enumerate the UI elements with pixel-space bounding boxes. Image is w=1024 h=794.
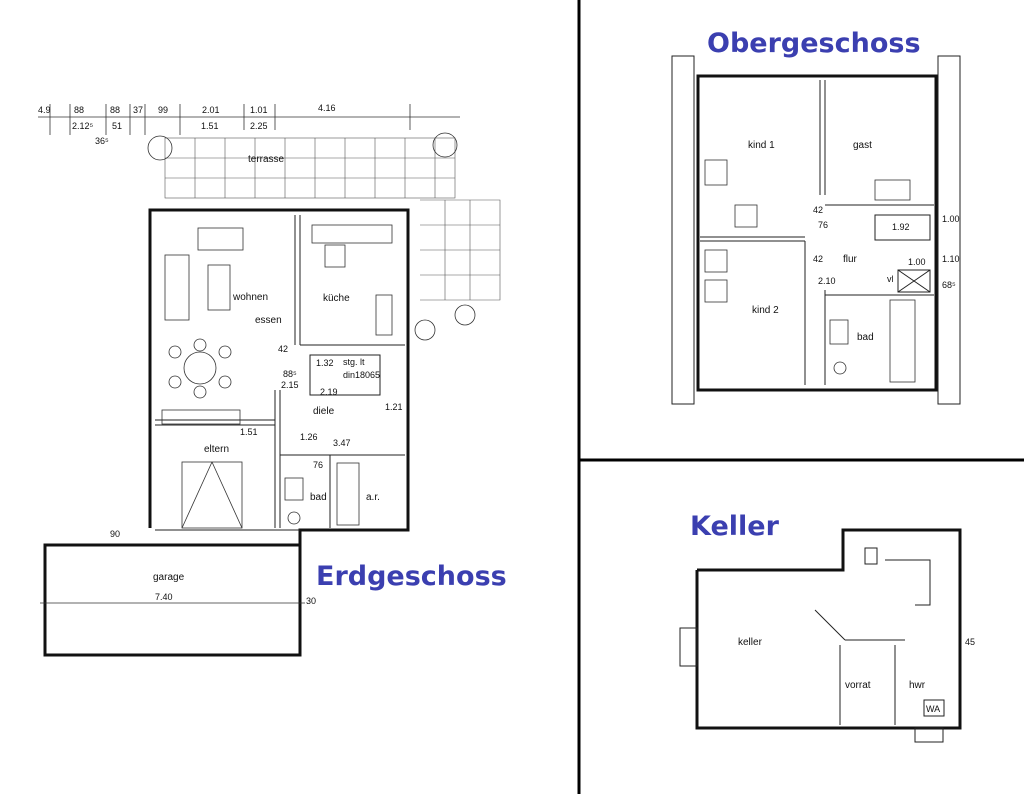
label-stair: stg. lt [343, 357, 365, 367]
room-label-kind1: kind 1 [748, 140, 775, 151]
furniture [161, 224, 393, 529]
dim-top-5: 2.01 [202, 105, 220, 115]
obergeschoss-plan: Obergeschoss kind 1 gast flur kind 2 bad… [671, 28, 961, 405]
dim-215: 2.15 [281, 380, 299, 390]
heading-keller: Keller [690, 511, 780, 542]
room-label-wohnen: wohnen [232, 292, 268, 303]
dim-top-3: 37 [133, 105, 143, 115]
heading-obergeschoss: Obergeschoss [707, 28, 921, 59]
room-label-bad-og: bad [857, 332, 874, 343]
room-label-kueche: küche [323, 293, 350, 304]
dim-132: 1.32 [316, 358, 334, 368]
dim-og-110: 1.10 [942, 254, 960, 264]
room-label-vorrat: vorrat [845, 680, 871, 691]
dim-second-2: 1.51 [201, 121, 219, 131]
dim-121: 1.21 [385, 402, 403, 412]
dim-og-100a: 1.00 [908, 257, 926, 267]
label-stair-norm: din18065 [343, 370, 380, 380]
dim-og-100b: 1.00 [942, 214, 960, 224]
dim-42: 42 [278, 344, 288, 354]
dim-126: 1.26 [300, 432, 318, 442]
room-label-terrasse: terrasse [248, 154, 285, 165]
dim-top-0: 4.9 [38, 105, 51, 115]
dim-og-685: 68⁵ [942, 280, 956, 290]
dim-90: 90 [110, 529, 120, 539]
room-label-eltern: eltern [204, 444, 229, 455]
room-label-hwr: hwr [909, 680, 926, 691]
room-label-kind2: kind 2 [752, 305, 779, 316]
dim-365: 36⁵ [95, 136, 109, 146]
label-wa: WA [926, 704, 940, 714]
room-label-gast: gast [853, 140, 872, 151]
dim-og-210: 2.10 [818, 276, 836, 286]
dim-219: 2.19 [320, 387, 338, 397]
dim-second-3: 2.25 [250, 121, 268, 131]
room-label-flur: flur [843, 254, 858, 265]
dim-og-76: 76 [818, 220, 828, 230]
dim-top-6: 1.01 [250, 105, 268, 115]
dim-top-4: 99 [158, 105, 168, 115]
room-label-diele: diele [313, 406, 335, 417]
heading-erdgeschoss: Erdgeschoss [316, 561, 507, 592]
dim-151: 1.51 [240, 427, 258, 437]
room-label-bad: bad [310, 492, 327, 503]
label-vl: vl [887, 274, 894, 284]
terrace-grid [164, 137, 501, 301]
dim-885: 88⁵ [283, 369, 297, 379]
dim-keller-45: 45 [965, 637, 975, 647]
dim-top-2: 88 [110, 105, 120, 115]
dim-og-42b: 42 [813, 254, 823, 264]
dim-og-192: 1.92 [892, 222, 910, 232]
room-label-essen: essen [255, 315, 282, 326]
dim-second-1: 51 [112, 121, 122, 131]
dim-og-42a: 42 [813, 205, 823, 215]
erdgeschoss-plan: 4.9 88 88 37 99 2.01 1.01 4.16 2.12⁵ 51 … [38, 103, 507, 657]
dim-347: 3.47 [333, 438, 351, 448]
room-label-garage: garage [153, 572, 185, 583]
dim-76: 76 [313, 460, 323, 470]
keller-plan: Keller keller vorrat hwr WA 45 [679, 511, 975, 743]
dim-second-0: 2.12⁵ [72, 121, 94, 131]
room-label-ar: a.r. [366, 492, 380, 503]
dim-top-7: 4.16 [318, 103, 336, 113]
dim-top-1: 88 [74, 105, 84, 115]
dim-30: 30 [306, 596, 316, 606]
dim-740: 7.40 [155, 592, 173, 602]
room-label-keller: keller [738, 637, 763, 648]
